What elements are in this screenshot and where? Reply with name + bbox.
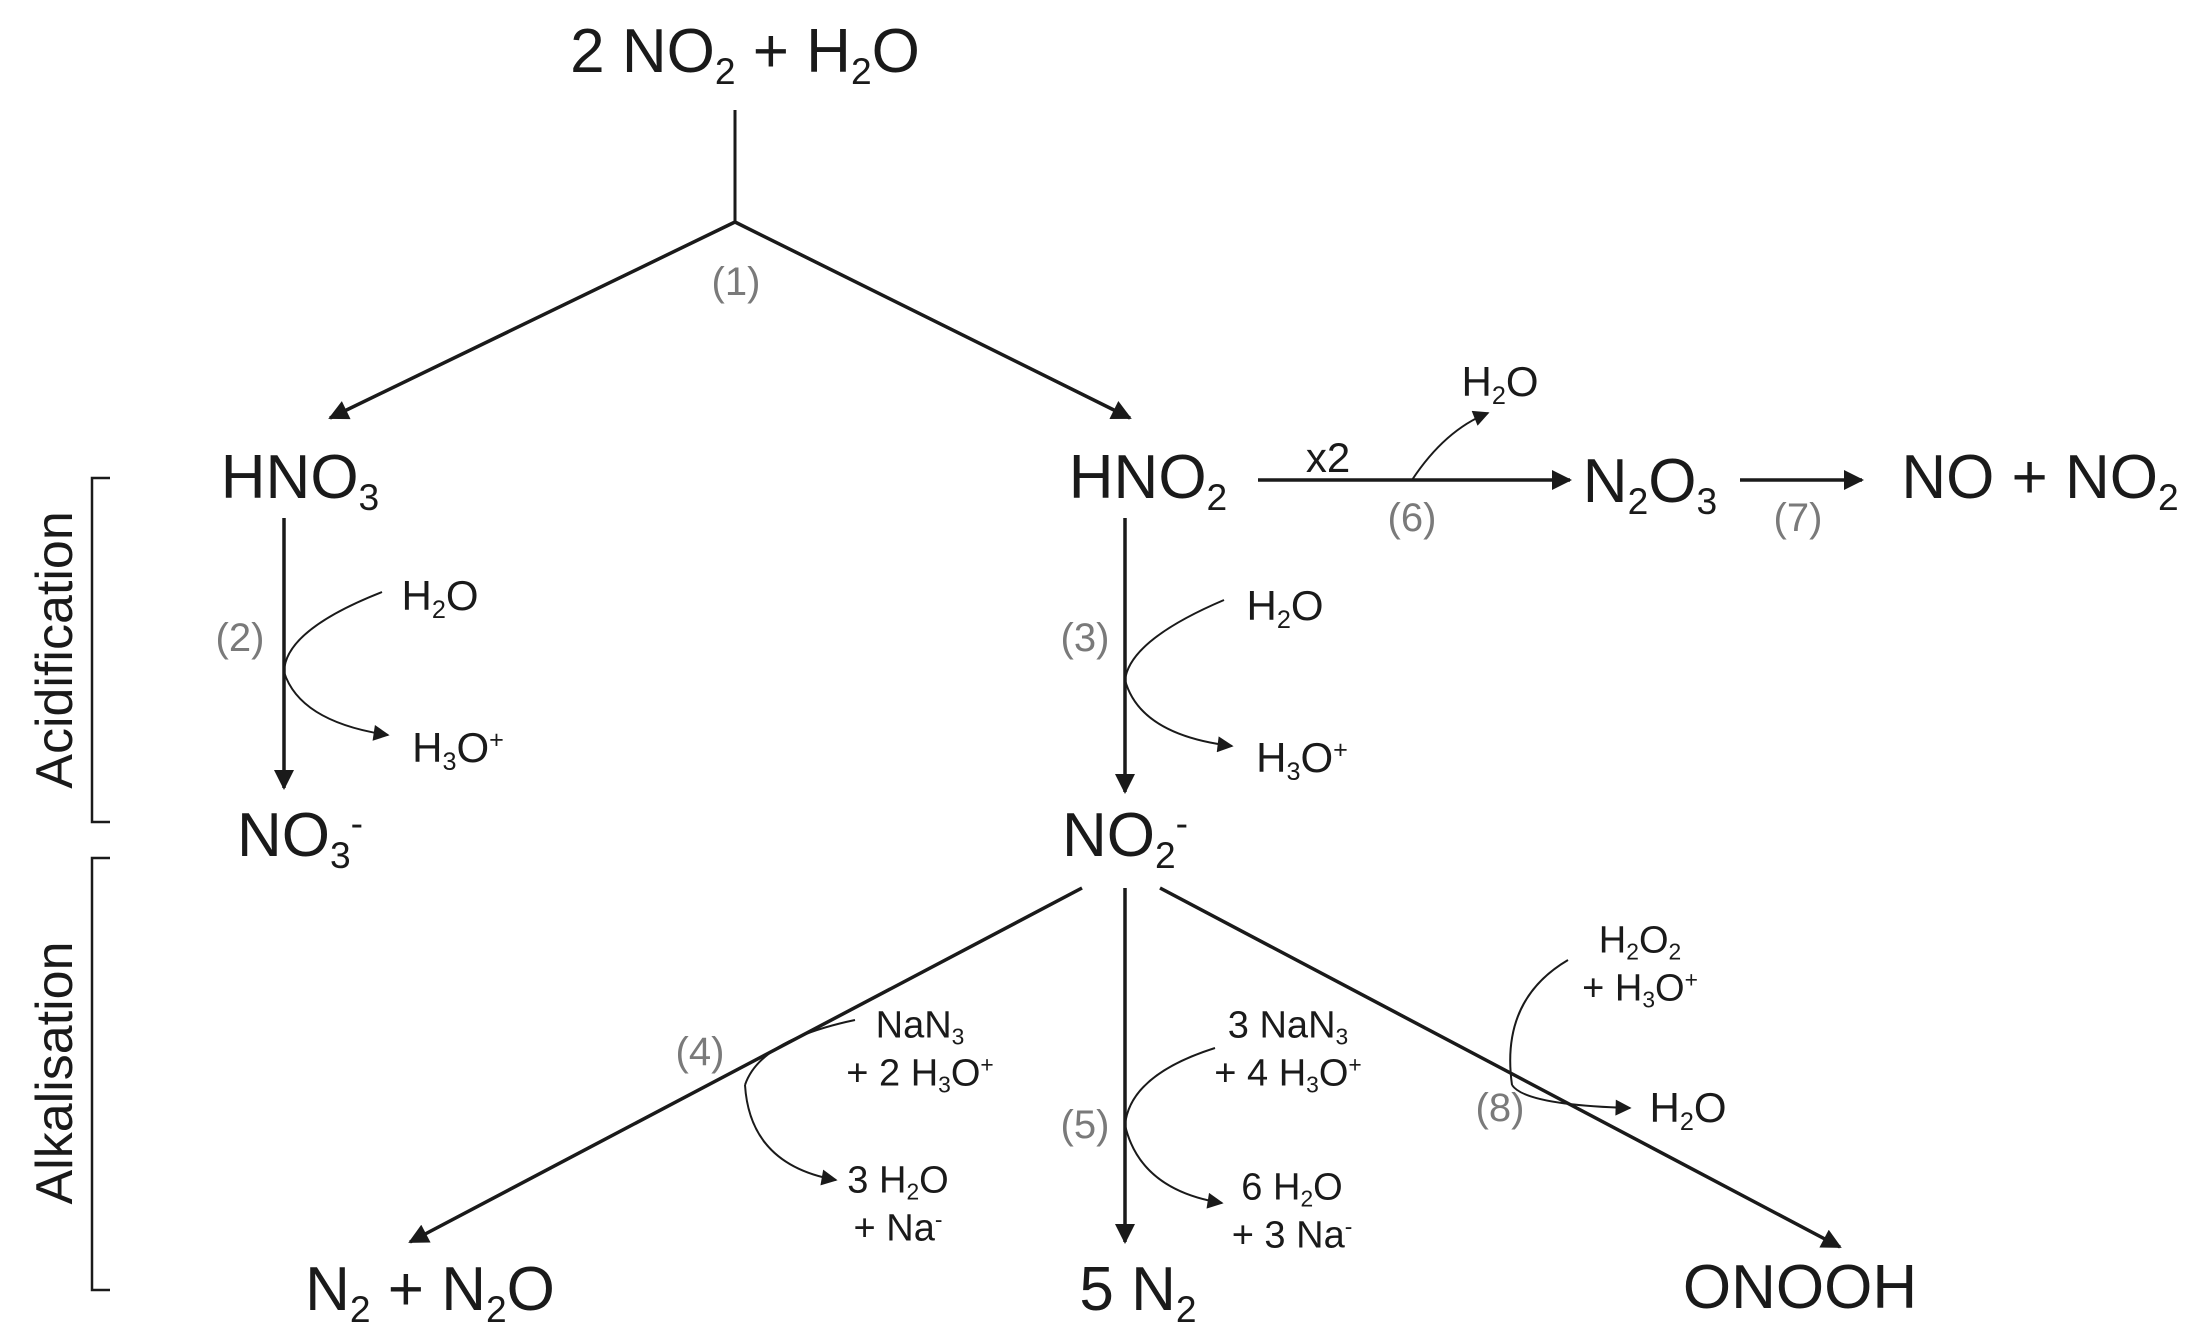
reagent-r3-out: H3O+	[1256, 734, 1348, 787]
species-hno3: HNO3	[220, 443, 380, 518]
curve-r4-in	[744, 1019, 856, 1086]
step-label-7: (7)	[1773, 496, 1823, 540]
reagent-r8-in-line2: + H3O+	[1582, 966, 1698, 1013]
reagent-r3-in: H2O	[1246, 582, 1324, 635]
reagent-r4-out-line2: + Na-	[853, 1206, 943, 1249]
step-label-2: (2)	[215, 616, 265, 660]
species-n2-n2o: N2 + N2O	[305, 1255, 555, 1330]
step-label-5: (5)	[1060, 1103, 1110, 1147]
reagent-r4-in-line1: NaN3	[875, 1004, 965, 1050]
reagent-r5-in: 3 NaN3 + 4 H3O+	[1214, 1003, 1361, 1098]
reagent-r8-out: H2O	[1649, 1084, 1727, 1137]
species-no-no2: NO + NO2	[1901, 443, 2179, 518]
reagent-r5-out-line2: + 3 Na-	[1231, 1213, 1353, 1256]
curve-r6-out	[1411, 410, 1490, 481]
curve-r5-out	[1124, 1124, 1224, 1209]
species-no3-anion: NO3-	[236, 801, 364, 876]
reagent-r5-in-line2: + 4 H3O+	[1214, 1051, 1362, 1098]
bracket-alkalisation	[90, 856, 110, 1292]
reagent-r4-in: NaN3 + 2 H3O+	[846, 1003, 993, 1098]
arrow-no2m-to-n2n2o	[408, 886, 1083, 1244]
reagent-r6-out: H2O	[1461, 358, 1539, 411]
reagent-r4-out-line1: 3 H2O	[847, 1159, 949, 1205]
curve-r8-in	[1509, 959, 1569, 1086]
arrow-no2m-to-onooh	[1159, 886, 1842, 1249]
arrow-to-hno3	[328, 220, 736, 420]
species-hno2: HNO2	[1068, 443, 1228, 518]
species-onooh: ONOOH	[1682, 1253, 1918, 1322]
species-reactant: 2 NO2 + H2O	[570, 17, 920, 92]
arrow-to-hno2	[734, 220, 1132, 420]
reagent-r5-out-line1: 6 H2O	[1241, 1166, 1343, 1212]
section-label-alkalisation: Alkalisation	[26, 941, 84, 1205]
section-label-acidification: Acidification	[26, 511, 84, 789]
reagent-r5-in-line1: 3 NaN3	[1227, 1004, 1349, 1050]
species-5n2: 5 N2	[1079, 1255, 1197, 1330]
curve-r8-out	[1511, 1084, 1632, 1116]
step-label-4: (4)	[675, 1030, 725, 1074]
step-label-1: (1)	[711, 260, 761, 304]
curve-r5-in	[1124, 1047, 1216, 1126]
curve-r3-out	[1124, 679, 1234, 753]
reagent-r8-in-line1: H2O2	[1598, 919, 1682, 965]
step-label-8: (8)	[1475, 1086, 1525, 1130]
reagent-r5-out: 6 H2O + 3 Na-	[1232, 1165, 1353, 1260]
step-label-3: (3)	[1060, 616, 1110, 660]
species-n2o3: N2O3	[1582, 447, 1718, 522]
step-label-6: (6)	[1387, 496, 1437, 540]
curve-r2-out	[283, 671, 390, 741]
curve-r3-in	[1124, 599, 1225, 681]
curve-r4-out	[744, 1084, 838, 1186]
species-no2-anion: NO2-	[1061, 801, 1189, 876]
reagent-r4-in-line2: + 2 H3O+	[846, 1051, 994, 1098]
reagent-r4-out: 3 H2O + Na-	[847, 1158, 948, 1253]
reagent-r6-multiplier: x2	[1305, 434, 1351, 481]
reagent-r2-in: H2O	[401, 572, 479, 625]
reagent-r8-in: H2O2 + H3O+	[1582, 918, 1698, 1013]
bracket-acidification	[90, 476, 110, 824]
reagent-r2-out: H3O+	[412, 724, 504, 777]
curve-r2-in	[283, 591, 383, 673]
